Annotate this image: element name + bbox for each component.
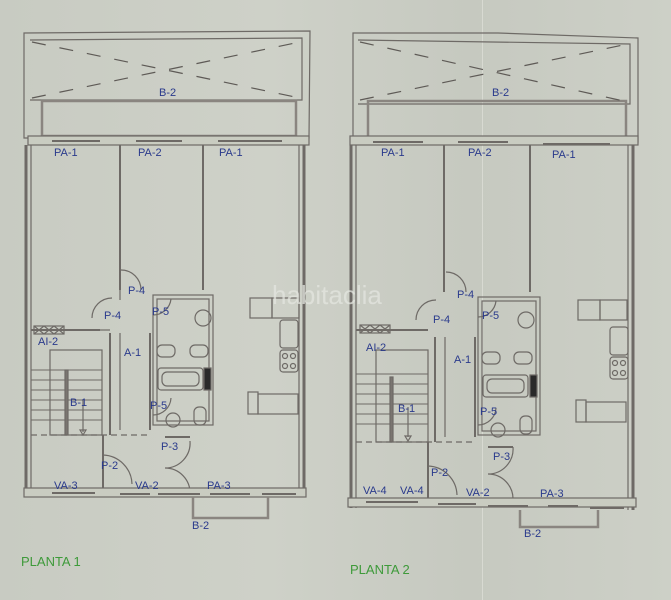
label-pa1-left: PA-1 [381, 147, 405, 159]
label-balcony-bottom: B-2 [192, 520, 210, 532]
plan-title: PLANTA 1 [21, 554, 81, 569]
label-b1: B-1 [70, 397, 88, 409]
label-p3: P-3 [161, 441, 179, 453]
label-balcony-bottom: B-2 [524, 528, 542, 540]
label-p4-top: P-4 [457, 289, 475, 301]
label-va2: VA-2 [466, 487, 490, 499]
paper-fold-line [482, 0, 483, 600]
label-va4-b: VA-4 [400, 485, 424, 497]
label-pa3: PA-3 [207, 480, 231, 492]
label-pa2: PA-2 [138, 147, 162, 159]
label-pa2: PA-2 [468, 147, 492, 159]
label-p4-left: P-4 [433, 314, 451, 326]
plan-title: PLANTA 2 [350, 562, 410, 577]
label-va4-a: VA-4 [363, 485, 387, 497]
label-pa1-left: PA-1 [54, 147, 78, 159]
label-p2: P-2 [431, 467, 449, 479]
label-va3: VA-3 [54, 480, 78, 492]
watermark: habitaclia [272, 280, 382, 310]
label-p3: P-3 [493, 451, 511, 463]
label-p2: P-2 [101, 460, 119, 472]
label-p5-bottom: P-5 [150, 400, 168, 412]
label-va2: VA-2 [135, 480, 159, 492]
label-a1: A-1 [454, 354, 472, 366]
label-pa3: PA-3 [540, 488, 564, 500]
label-ai2: AI-2 [366, 342, 387, 354]
label-p5-bottom: P-5 [480, 406, 498, 418]
label-pa1-right: PA-1 [552, 149, 576, 161]
label-p4-left: P-4 [104, 310, 122, 322]
label-a1: A-1 [124, 347, 142, 359]
label-p5-top: P-5 [152, 306, 170, 318]
label-balcony-top: B-2 [492, 87, 510, 99]
label-pa1-right: PA-1 [219, 147, 243, 159]
label-p5-top: P-5 [482, 310, 500, 322]
label-b1: B-1 [398, 403, 416, 415]
label-p4-top: P-4 [128, 285, 146, 297]
label-balcony-top: B-2 [159, 87, 177, 99]
label-ai2: AI-2 [38, 336, 59, 348]
